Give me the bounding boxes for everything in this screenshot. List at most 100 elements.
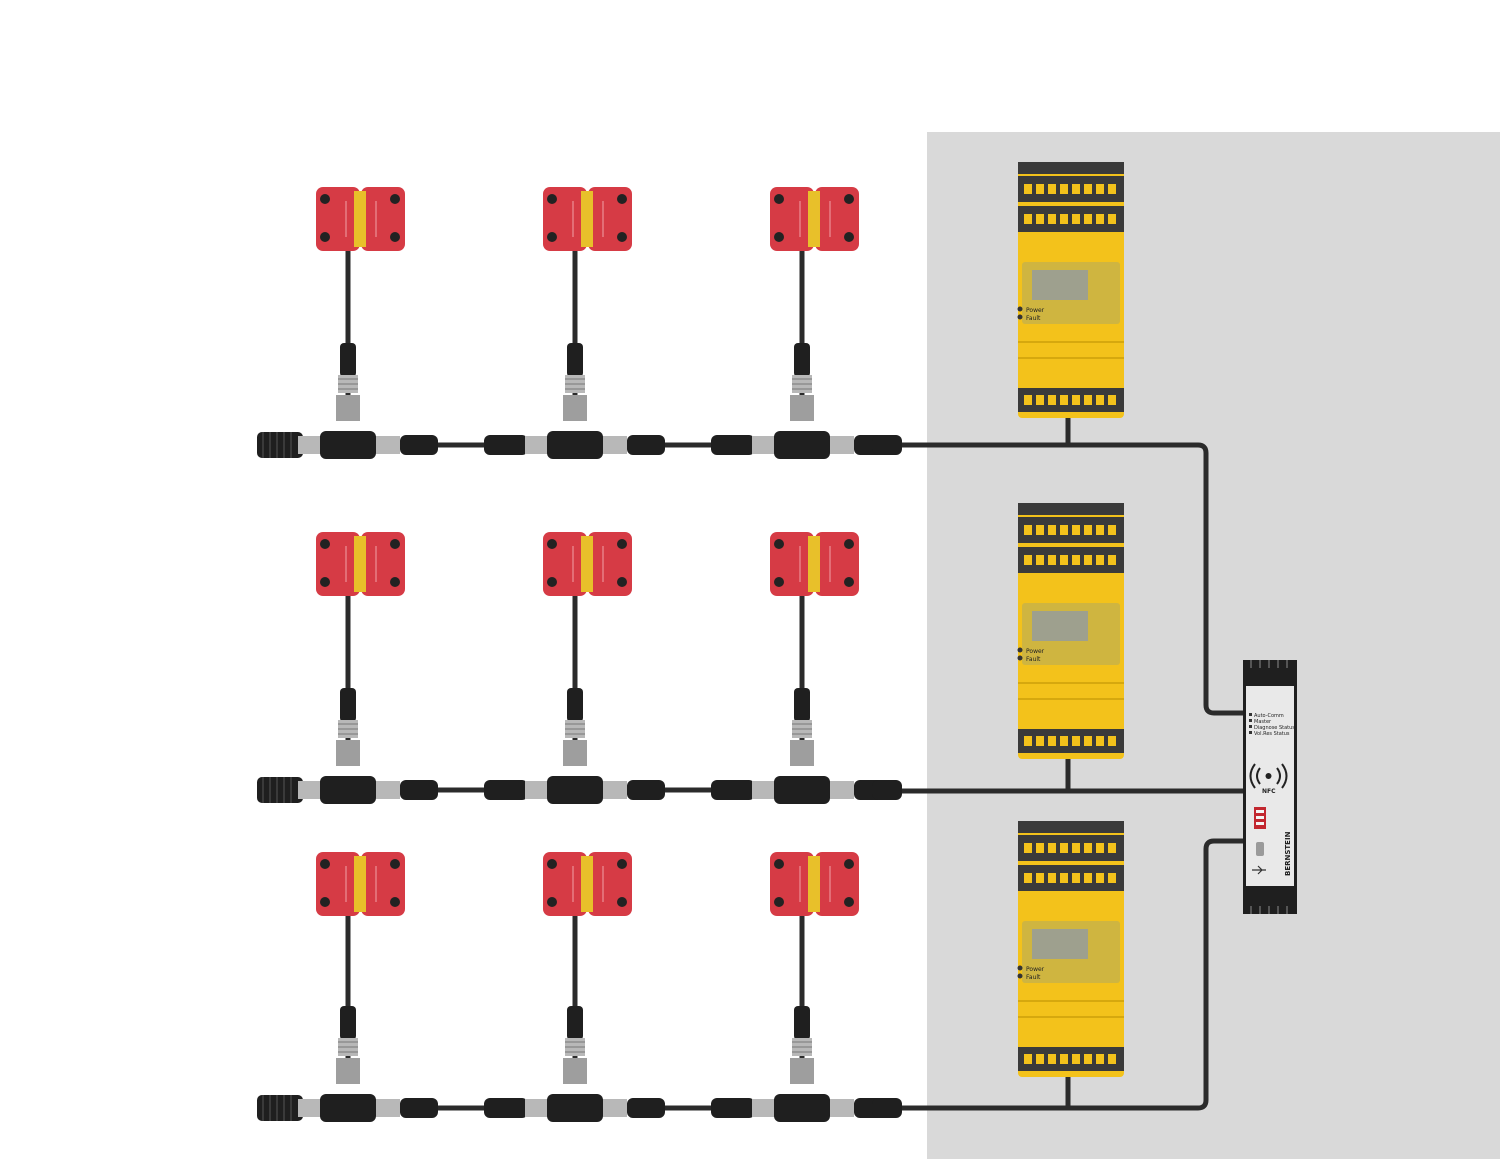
screw-hole (617, 859, 627, 869)
nfc-icon (1265, 773, 1272, 779)
safety-sensor (770, 187, 859, 251)
terminal-screw (1024, 395, 1032, 405)
status-label: Auto-Comm (1254, 713, 1284, 719)
led-fault-label: Fault (1026, 974, 1041, 981)
inline-plug (400, 780, 438, 800)
screw-hole (547, 194, 557, 204)
coupling-nut-left (525, 436, 547, 454)
terminal-screw (1060, 1054, 1068, 1064)
safety-sensor-unit (525, 187, 755, 459)
coupling-nut-left (525, 781, 547, 799)
drop-plug (567, 688, 583, 722)
screw-hole (390, 194, 400, 204)
sensor-yellow-strip (354, 536, 366, 592)
led-fault-icon (1017, 655, 1023, 661)
terminal-block (1018, 176, 1124, 202)
terminal-screw (1084, 395, 1092, 405)
terminal-screw (1036, 184, 1044, 194)
t-connector-neck (563, 395, 587, 421)
t-connector-body (547, 431, 603, 459)
cables (898, 442, 1243, 1111)
screw-hole (390, 232, 400, 242)
safety-sensor-unit (525, 532, 755, 804)
terminal-screw (1036, 525, 1044, 535)
chain-end-plug (872, 1098, 902, 1118)
led-fault-label: Fault (1026, 656, 1041, 663)
status-led-icon (1249, 719, 1252, 722)
sensor-yellow-strip (354, 191, 366, 247)
screw-hole (390, 859, 400, 869)
screw-hole (547, 232, 557, 242)
sensor-chain (257, 852, 902, 1122)
status-led-icon (1249, 731, 1252, 734)
t-connector-neck (563, 1058, 587, 1084)
coupling-nut-right (603, 781, 627, 799)
coupling-nut-left (752, 781, 774, 799)
terminal-screw (1084, 1054, 1092, 1064)
t-connector-body (320, 776, 376, 804)
inline-plug (400, 435, 438, 455)
terminal-screw (1048, 736, 1056, 746)
inline-plug-next (711, 435, 755, 455)
inline-plug (400, 1098, 438, 1118)
sensor-yellow-strip (354, 856, 366, 912)
terminal-screw (1108, 1054, 1116, 1064)
usb-port-icon (1256, 842, 1264, 856)
safety-sensor (770, 852, 859, 916)
t-connector-body (320, 1094, 376, 1122)
safety-sensor (316, 187, 405, 251)
screw-hole (774, 897, 784, 907)
led-power-icon (1017, 647, 1023, 653)
screw-hole (320, 577, 330, 587)
terminal-screw (1108, 736, 1116, 746)
sensor-chains (257, 187, 902, 1122)
drop-plug (340, 343, 356, 377)
sensor-yellow-strip (808, 856, 820, 912)
nfc-label: NFC (1262, 788, 1276, 795)
led-power-label: Power (1026, 307, 1045, 314)
brand-label: BERNSTEIN (1284, 831, 1292, 876)
coupling-nut-right (376, 1099, 400, 1117)
sensor-yellow-strip (581, 191, 593, 247)
terminal-screw (1024, 214, 1032, 224)
terminal-screw (1108, 843, 1116, 853)
nfc-icon (1281, 763, 1288, 789)
terminal-screw (1036, 736, 1044, 746)
safety-sensor (770, 532, 859, 596)
terminal-screw (1024, 1054, 1032, 1064)
terminal-screw (1036, 395, 1044, 405)
sensor-yellow-strip (808, 191, 820, 247)
status-led-icon (1249, 713, 1252, 716)
safety-sensor (316, 532, 405, 596)
terminal-screw (1096, 525, 1104, 535)
relay-top-cap (1018, 821, 1124, 833)
terminal-screw (1072, 736, 1080, 746)
sensor-chain (257, 187, 902, 459)
safety-sensor (543, 532, 632, 596)
screw-hole (547, 577, 557, 587)
screw-hole (547, 897, 557, 907)
screw-hole (320, 859, 330, 869)
terminal-block-bottom (1018, 1047, 1124, 1071)
coupling-nut-right (376, 781, 400, 799)
screw-hole (844, 539, 854, 549)
terminal-block (1018, 835, 1124, 861)
status-label: Diagnose Status (1254, 725, 1295, 731)
terminal-screw (1048, 525, 1056, 535)
terminal-screw (1060, 395, 1068, 405)
safety-sensor-unit (298, 187, 528, 459)
safety-sensor-unit (752, 187, 892, 459)
terminal-screw (1072, 395, 1080, 405)
nfc-icon (1276, 767, 1281, 785)
screw-hole (617, 897, 627, 907)
t-connector-body (774, 776, 830, 804)
led-power-icon (1017, 306, 1023, 312)
sensor-yellow-strip (581, 536, 593, 592)
status-led-icon (1249, 725, 1252, 728)
terminal-screw (1060, 184, 1068, 194)
terminal-block (1018, 517, 1124, 543)
sensor-yellow-strip (808, 536, 820, 592)
inline-plug-next (484, 435, 528, 455)
